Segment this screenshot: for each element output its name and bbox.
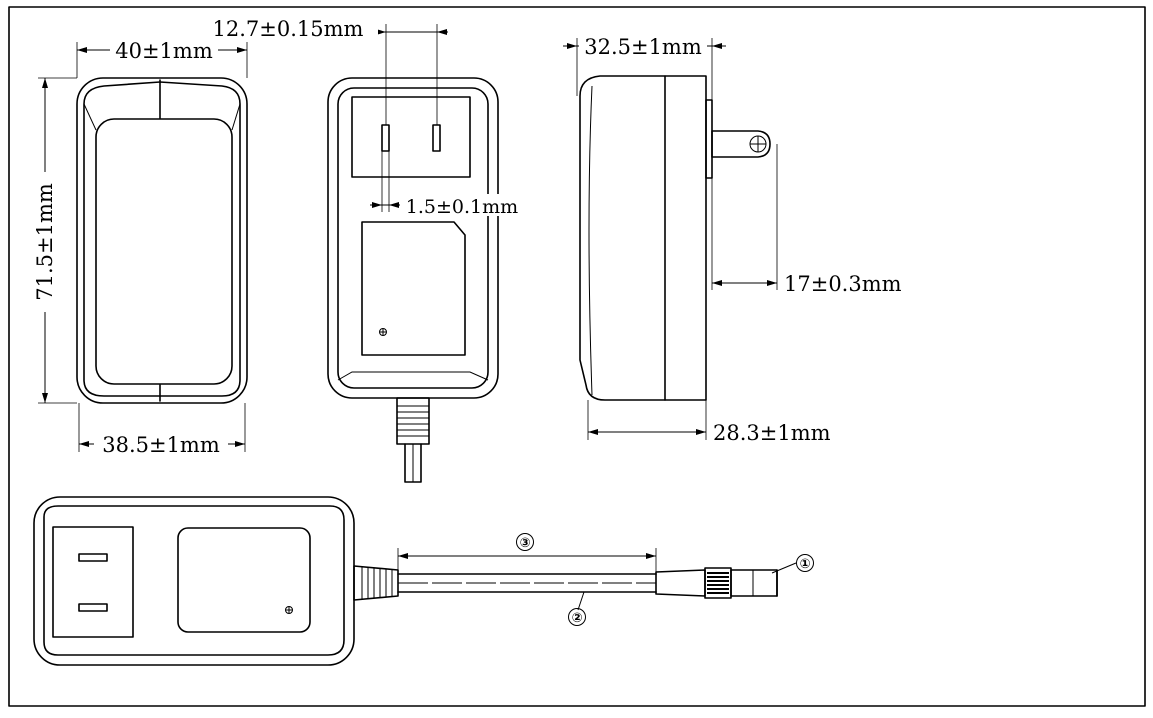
plug-pin-right <box>432 124 441 152</box>
dc-plug <box>655 567 778 599</box>
callout-1: ① <box>771 554 814 574</box>
plug-pin-left <box>381 124 390 152</box>
dim-front-height: 71.5±1mm <box>33 77 77 404</box>
dc-cable <box>397 573 657 593</box>
callout-2: ② <box>568 591 586 626</box>
dim-label-front-height: 71.5±1mm <box>33 183 57 301</box>
dim-pin-spacing: 12.7±0.15mm <box>198 16 448 125</box>
dim-label-pin-thickness: 1.5±0.1mm <box>406 196 518 218</box>
dim-front-bottom-width: 38.5±1mm <box>78 403 246 457</box>
drawing-frame <box>8 6 1146 707</box>
dim-label-side-bottom-depth: 28.3±1mm <box>713 421 831 445</box>
dim-label-side-top-depth: 32.5±1mm <box>584 35 702 59</box>
dim-front-width: 40±1mm <box>76 38 248 78</box>
callout-3-label: ③ <box>519 536 530 551</box>
dim-pin-thickness: 1.5±0.1mm <box>370 151 524 218</box>
plug-face <box>52 526 134 638</box>
cable-strain-relief <box>353 565 399 601</box>
dim-label-pin-length: 17±0.3mm <box>784 272 902 296</box>
dim-cable-length <box>397 548 657 572</box>
back-view <box>327 77 499 483</box>
front-view <box>76 77 248 404</box>
callout-3: ③ <box>516 533 534 551</box>
plug-pin-side <box>711 130 771 158</box>
plug-pin-bottom-top <box>78 553 108 562</box>
dim-label-pin-spacing: 12.7±0.15mm <box>213 17 364 41</box>
bottom-view <box>33 496 355 666</box>
side-view <box>579 75 771 401</box>
dim-side-top-depth: 32.5±1mm <box>563 34 726 100</box>
callout-1-label: ① <box>799 557 810 572</box>
callout-2-label: ② <box>571 611 582 626</box>
dim-label-front-width: 40±1mm <box>115 39 213 63</box>
dim-label-front-bottom-width: 38.5±1mm <box>102 433 220 457</box>
dim-side-bottom-depth: 28.3±1mm <box>587 400 831 445</box>
plug-pin-bottom-bottom <box>78 603 108 612</box>
dim-pin-length: 17±0.3mm <box>711 144 902 296</box>
